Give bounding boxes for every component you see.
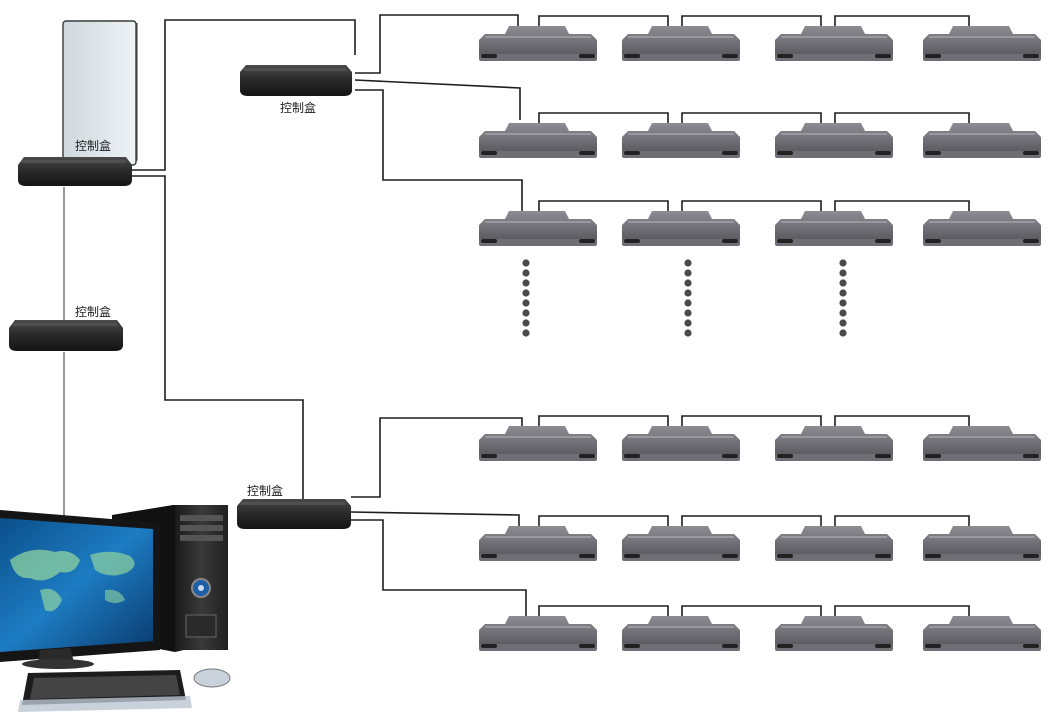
continuation-dot [839,259,847,267]
control-box-b-label: 控制盒 [75,304,111,319]
continuation-dot [522,259,530,267]
continuation-dot [839,319,847,327]
meter-device-icon[interactable] [923,211,1041,246]
chain-link [681,15,822,30]
meter-device-icon[interactable] [479,211,597,246]
meter-device-icon[interactable] [775,616,893,651]
continuation-dot [684,279,692,287]
control-box-icon [237,499,351,529]
chain-link [834,415,970,430]
continuation-dot [684,299,692,307]
meter-device-icon[interactable] [622,616,740,651]
meter-device-icon[interactable] [923,426,1041,461]
continuation-dot [839,329,847,337]
continuation-dot [522,279,530,287]
continuation-dot [684,309,692,317]
meter-device-icon[interactable] [775,26,893,61]
continuation-dot [684,289,692,297]
meter-device-icon[interactable] [622,211,740,246]
device-chain-links [538,15,970,620]
meter-device-icon[interactable] [479,123,597,158]
chain-link [681,112,822,127]
meter-device-icon[interactable] [775,426,893,461]
continuation-dot [684,259,692,267]
chain-link [538,112,669,127]
continuation-dot [522,319,530,327]
chain-link [538,200,669,215]
device-grid [479,26,1041,651]
control-box-a-label: 控制盒 [75,138,111,153]
meter-device-icon[interactable] [479,616,597,651]
keyboard [18,670,192,712]
meter-device-icon[interactable] [479,426,597,461]
control-box-c-label: 控制盒 [280,100,316,115]
meter-device-icon[interactable] [923,123,1041,158]
chain-link [681,515,822,530]
chain-link [681,415,822,430]
control-box-icon [9,320,123,351]
continuation-dot [522,309,530,317]
control-box-d-label: 控制盒 [247,483,283,498]
meter-device-icon[interactable] [622,526,740,561]
desktop-computer-icon[interactable] [0,505,231,712]
continuation-dot [684,269,692,277]
meter-device-icon[interactable] [622,426,740,461]
continuation-dot [839,289,847,297]
meter-device-icon[interactable] [775,123,893,158]
chain-link [538,15,669,30]
chain-link [538,415,669,430]
continuation-dot [522,329,530,337]
continuation-dot [522,289,530,297]
continuation-dot [522,299,530,307]
chain-link [834,200,970,215]
meter-device-icon[interactable] [923,526,1041,561]
continuation-dot [839,309,847,317]
meter-device-icon[interactable] [775,211,893,246]
control-box-b[interactable]: 控制盒 [9,304,123,351]
continuation-dot [839,299,847,307]
chain-link [538,605,669,620]
control-box-icon [240,65,352,96]
chain-link [834,515,970,530]
chain-link [538,515,669,530]
meter-device-icon[interactable] [479,26,597,61]
control-box-icon [18,157,132,186]
meter-device-icon[interactable] [479,526,597,561]
continuation-dot [684,319,692,327]
continuation-dot [684,329,692,337]
control-box-d[interactable]: 控制盒 [237,483,351,529]
meter-device-icon[interactable] [923,26,1041,61]
chain-link [834,15,970,30]
meter-device-icon[interactable] [622,26,740,61]
control-box-c[interactable]: 控制盒 [240,65,352,115]
mouse [193,668,231,688]
continuation-dot [522,269,530,277]
continuation-dots [522,259,847,337]
chain-link [834,112,970,127]
meter-device-icon[interactable] [923,616,1041,651]
meter-device-icon[interactable] [775,526,893,561]
continuation-dot [839,279,847,287]
meter-device-icon[interactable] [622,123,740,158]
computer-monitor [0,510,160,669]
chain-link [834,605,970,620]
chain-link [681,200,822,215]
continuation-dot [839,269,847,277]
control-box-a[interactable]: 控制盒 [18,138,132,186]
chain-link [681,605,822,620]
wiring [63,14,527,618]
